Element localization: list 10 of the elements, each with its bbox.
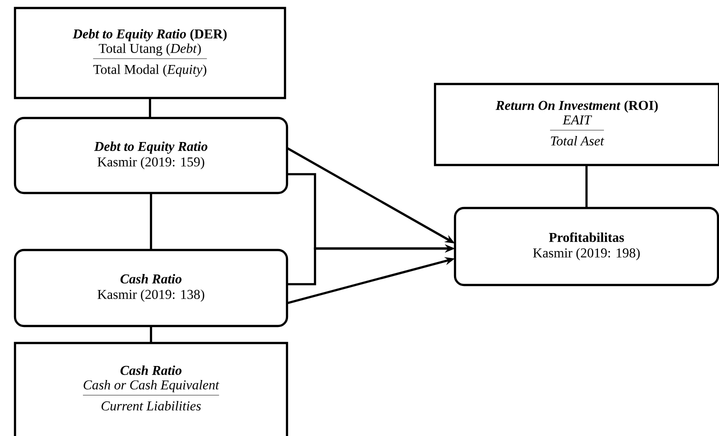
ratio-box: Debt to Equity Ratio Kasmir (2019: 159): [14, 116, 288, 194]
formula-box: Debt to Equity Ratio (DER) Total Utang (Debt) Total Modal (Equity): [14, 6, 286, 100]
connector-line: [148, 98, 152, 118]
connector-line: [150, 326, 152, 343]
ratio-box: Cash Ratio Kasmir (2019: 138): [14, 248, 288, 328]
formula-box: Return On Investment (ROI) EAIT Total Aset: [434, 82, 719, 166]
formula-box: Cash Ratio Cash or Cash Equivalent Current Liabilities: [14, 342, 288, 436]
connector-line: [585, 165, 588, 208]
connector-line: [150, 193, 152, 250]
ratio-box: Profitabilitas Kasmir (2019: 198): [454, 206, 719, 286]
